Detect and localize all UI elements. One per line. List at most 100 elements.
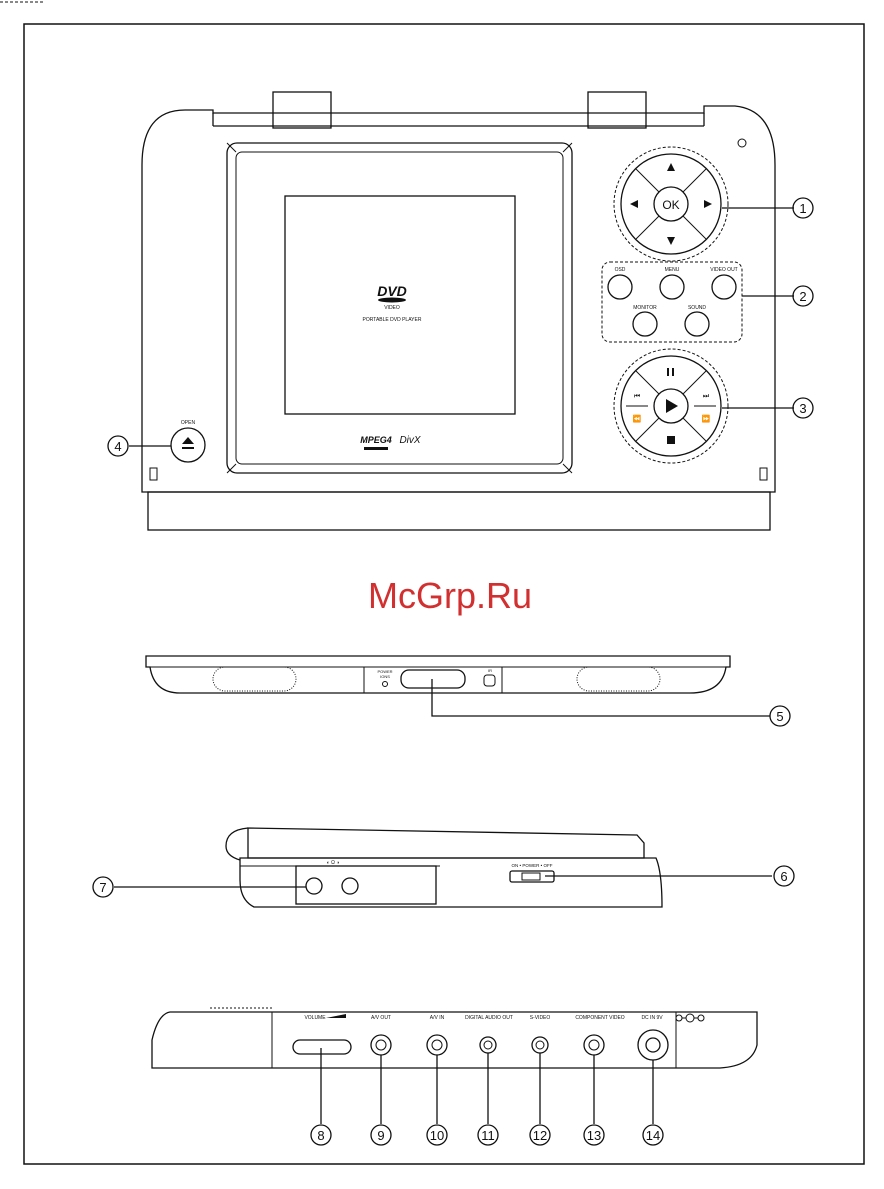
playback-pad[interactable]: ⏮ ⏪ ⏭ ⏩	[614, 349, 728, 463]
callout-3: 3	[793, 398, 813, 418]
callout-1: 1	[793, 198, 813, 218]
volume-wheel[interactable]	[293, 1040, 351, 1054]
digital-audio-out-jack[interactable]	[480, 1037, 496, 1053]
svg-text:1: 1	[799, 201, 806, 216]
down-arrow-icon[interactable]	[667, 237, 675, 245]
volume-ramp-icon	[326, 1014, 346, 1018]
speaker-grille-right	[577, 667, 660, 691]
fast-forward-icon[interactable]: ⏩	[702, 414, 711, 423]
function-buttons: OSD MENU VIDEO OUT MONITOR SOUND	[602, 262, 742, 342]
svg-text:13: 13	[587, 1128, 601, 1143]
open-label: OPEN	[181, 420, 196, 426]
callout-8: 8	[311, 1125, 331, 1145]
slot-right	[760, 468, 767, 480]
eject-icon[interactable]	[182, 437, 194, 444]
callout-12: 12	[530, 1125, 550, 1145]
svg-text:2: 2	[799, 289, 806, 304]
callout-7: 7	[93, 877, 113, 897]
callout-9: 9	[371, 1125, 391, 1145]
ir-sensor	[484, 675, 495, 686]
callout-11: 11	[478, 1125, 498, 1145]
video-out-button[interactable]	[712, 275, 736, 299]
callout-numbers: 1 2 3 4 5 6 7 8 9 10 11 12 13 14	[93, 198, 813, 1145]
play-icon[interactable]	[666, 399, 678, 413]
sound-button[interactable]	[685, 312, 709, 336]
osd-label: OSD	[615, 267, 626, 273]
callout-6: 6	[774, 866, 794, 886]
svg-text:3: 3	[799, 401, 806, 416]
dc-polarity-icon	[676, 1014, 704, 1022]
svg-text:9: 9	[377, 1128, 384, 1143]
front-strip	[148, 492, 770, 530]
open-button[interactable]: OPEN	[171, 420, 205, 462]
indicator-light	[738, 139, 746, 147]
component-video-jack[interactable]	[584, 1035, 604, 1055]
av-in-jack[interactable]	[427, 1035, 447, 1055]
rewind-icon[interactable]: ⏪	[633, 414, 642, 423]
callout-leaders	[114, 208, 794, 1124]
svg-text:14: 14	[646, 1128, 660, 1143]
top-edge-view: POWER IONS IR	[146, 656, 730, 693]
navigation-pad[interactable]: OK	[614, 147, 728, 261]
headphone-jack-1[interactable]	[306, 878, 322, 894]
monitor-button[interactable]	[633, 312, 657, 336]
headphone-panel	[296, 866, 436, 904]
callout-5: 5	[770, 706, 790, 726]
back-side-view: VOLUME A/V OUT A/V IN DIGITAL AUDIO OUT …	[152, 1008, 757, 1068]
ok-label: OK	[662, 198, 679, 212]
ir-label: IR	[488, 668, 492, 673]
menu-button[interactable]	[660, 275, 684, 299]
menu-label: MENU	[665, 267, 680, 273]
callout-4: 4	[108, 436, 128, 456]
svg-text:7: 7	[99, 880, 106, 895]
svg-text:6: 6	[780, 869, 787, 884]
player-body	[142, 106, 775, 492]
svg-text:11: 11	[481, 1128, 495, 1143]
s-video-jack[interactable]	[532, 1037, 548, 1053]
hinge-tab-right	[588, 92, 646, 128]
power-switch-label: ON • POWER • OFF	[512, 863, 553, 868]
dc-in-jack[interactable]	[638, 1030, 668, 1060]
next-icon[interactable]: ⏭	[703, 393, 710, 400]
callout-10: 10	[427, 1125, 447, 1145]
av-out-label: A/V OUT	[371, 1015, 391, 1021]
front-view: DVD VIDEO PORTABLE DVD PLAYER MPEG4 DivX…	[142, 92, 775, 530]
av-in-label: A/V IN	[430, 1015, 445, 1021]
s-video-label: S-VIDEO	[530, 1015, 551, 1021]
disc-logo-bottom: VIDEO	[384, 305, 400, 311]
left-arrow-icon[interactable]	[630, 200, 638, 208]
disc-slot[interactable]	[401, 670, 465, 688]
charge-label: IONS	[380, 674, 390, 679]
previous-icon[interactable]: ⏮	[634, 393, 640, 400]
av-out-jack[interactable]	[371, 1035, 391, 1055]
disc-logo-mark	[378, 298, 406, 303]
video-out-label: VIDEO OUT	[710, 267, 738, 273]
speaker-grille-left	[213, 667, 296, 691]
svg-text:10: 10	[430, 1128, 444, 1143]
headphone-jack-2[interactable]	[342, 878, 358, 894]
pause-icon[interactable]	[667, 368, 669, 376]
format-logo-mpeg4: MPEG4	[360, 435, 392, 445]
format-logo-divx: DivX	[399, 435, 420, 446]
svg-text:8: 8	[317, 1128, 324, 1143]
dc-in-label: DC IN 9V	[641, 1015, 663, 1021]
hinge-tab-left	[273, 92, 331, 128]
callout-14: 14	[643, 1125, 663, 1145]
right-arrow-icon[interactable]	[704, 200, 712, 208]
callout-2: 2	[793, 286, 813, 306]
disc-logo-top: DVD	[377, 283, 407, 299]
component-video-label: COMPONENT VIDEO	[575, 1015, 624, 1021]
slot-left	[150, 468, 157, 480]
svg-text:5: 5	[776, 709, 783, 724]
sound-label: SOUND	[688, 305, 706, 311]
format-logo-mpeg4-bar	[364, 447, 388, 450]
up-arrow-icon[interactable]	[667, 163, 675, 171]
monitor-label: MONITOR	[633, 305, 657, 311]
watermark: McGrp.Ru	[368, 575, 532, 616]
power-indicator	[383, 682, 388, 687]
svg-text:4: 4	[114, 439, 121, 454]
disc-caption: PORTABLE DVD PLAYER	[363, 317, 422, 323]
stop-icon[interactable]	[667, 436, 675, 444]
osd-button[interactable]	[608, 275, 632, 299]
